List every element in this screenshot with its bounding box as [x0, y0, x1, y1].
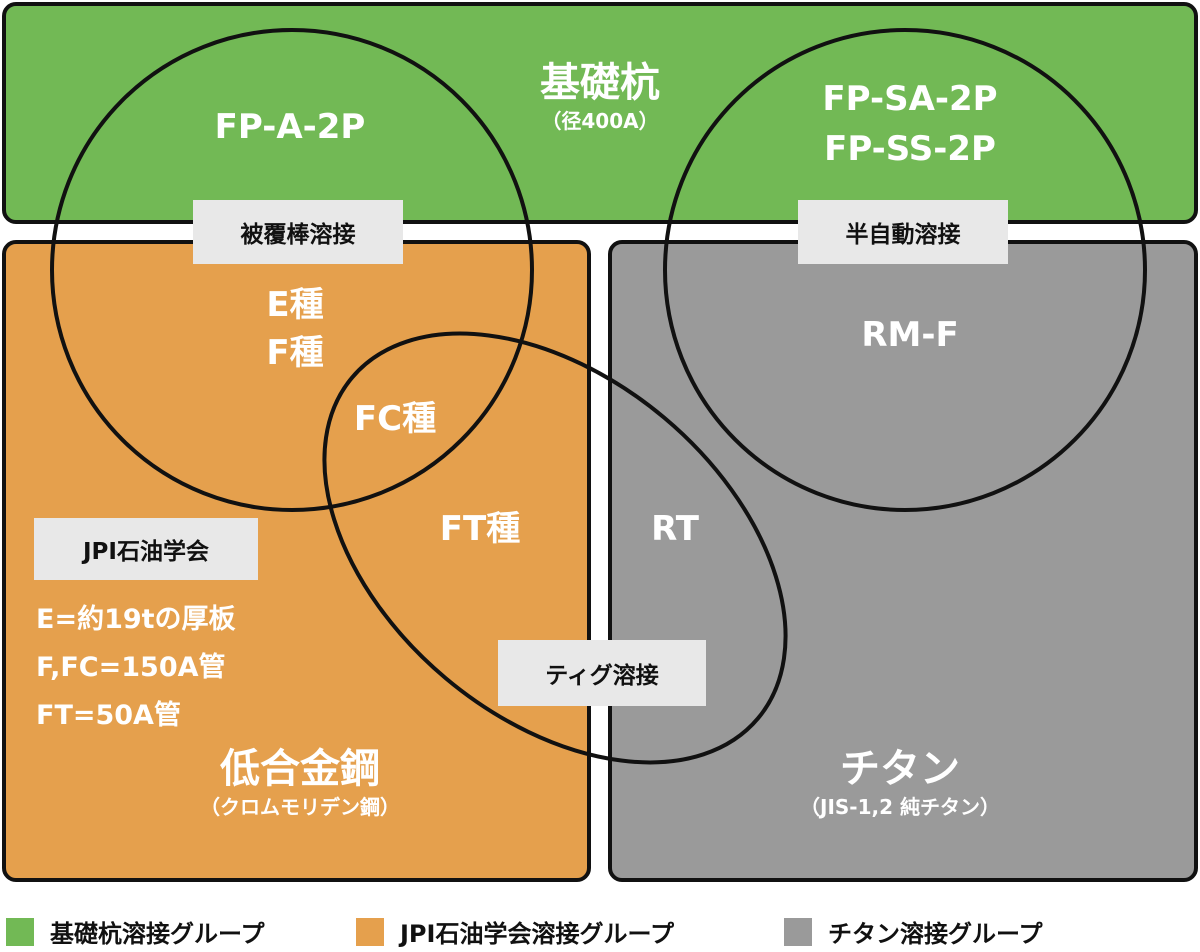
legend-item-titanium: チタン溶接グループ: [784, 914, 1043, 949]
low-alloy-steel-title: 低合金鋼: [220, 746, 380, 792]
covered-rod-welding-tag: 被覆棒溶接: [193, 200, 403, 264]
legend-item-foundation: 基礎杭溶接グループ: [6, 914, 265, 949]
e-grade-label: E種: [266, 285, 324, 325]
note-e: E=約19tの厚板: [36, 604, 236, 635]
jpi-tag: JPI石油学会: [34, 518, 258, 580]
note-ft: FT=50A管: [36, 700, 181, 731]
foundation-pile-title: 基礎杭: [540, 60, 660, 106]
legend: 基礎杭溶接グループ JPI石油学会溶接グループ チタン溶接グループ: [0, 908, 1200, 952]
rt-label: RT: [651, 509, 699, 549]
semi-auto-welding-tag: 半自動溶接: [798, 200, 1008, 264]
note-f-fc: F,FC=150A管: [36, 652, 226, 683]
f-grade-label: F種: [266, 333, 324, 373]
legend-label: JPI石油学会溶接グループ: [400, 920, 675, 948]
legend-swatch-green: [6, 917, 34, 946]
legend-label: チタン溶接グループ: [828, 920, 1043, 948]
fp-a-2p-label: FP-A-2P: [214, 107, 366, 147]
fp-sa-2p-label: FP-SA-2P: [822, 79, 998, 119]
fp-ss-2p-label: FP-SS-2P: [824, 129, 996, 169]
tig-welding-tag: ティグ溶接: [498, 640, 706, 706]
legend-swatch-orange: [356, 917, 384, 946]
legend-item-jpi: JPI石油学会溶接グループ: [356, 914, 674, 949]
titanium-title: チタン: [840, 746, 960, 792]
ft-grade-label: FT種: [439, 509, 521, 549]
foundation-pile-subtitle: （径400A）: [541, 109, 659, 133]
rm-f-label: RM-F: [861, 315, 959, 355]
low-alloy-steel-subtitle: （クロムモリデン鋼）: [200, 795, 400, 819]
legend-label: 基礎杭溶接グループ: [50, 920, 265, 948]
titanium-subtitle: （JIS-1,2 純チタン）: [800, 795, 1000, 819]
fc-grade-label: FC種: [353, 399, 437, 439]
legend-swatch-gray: [784, 917, 812, 946]
